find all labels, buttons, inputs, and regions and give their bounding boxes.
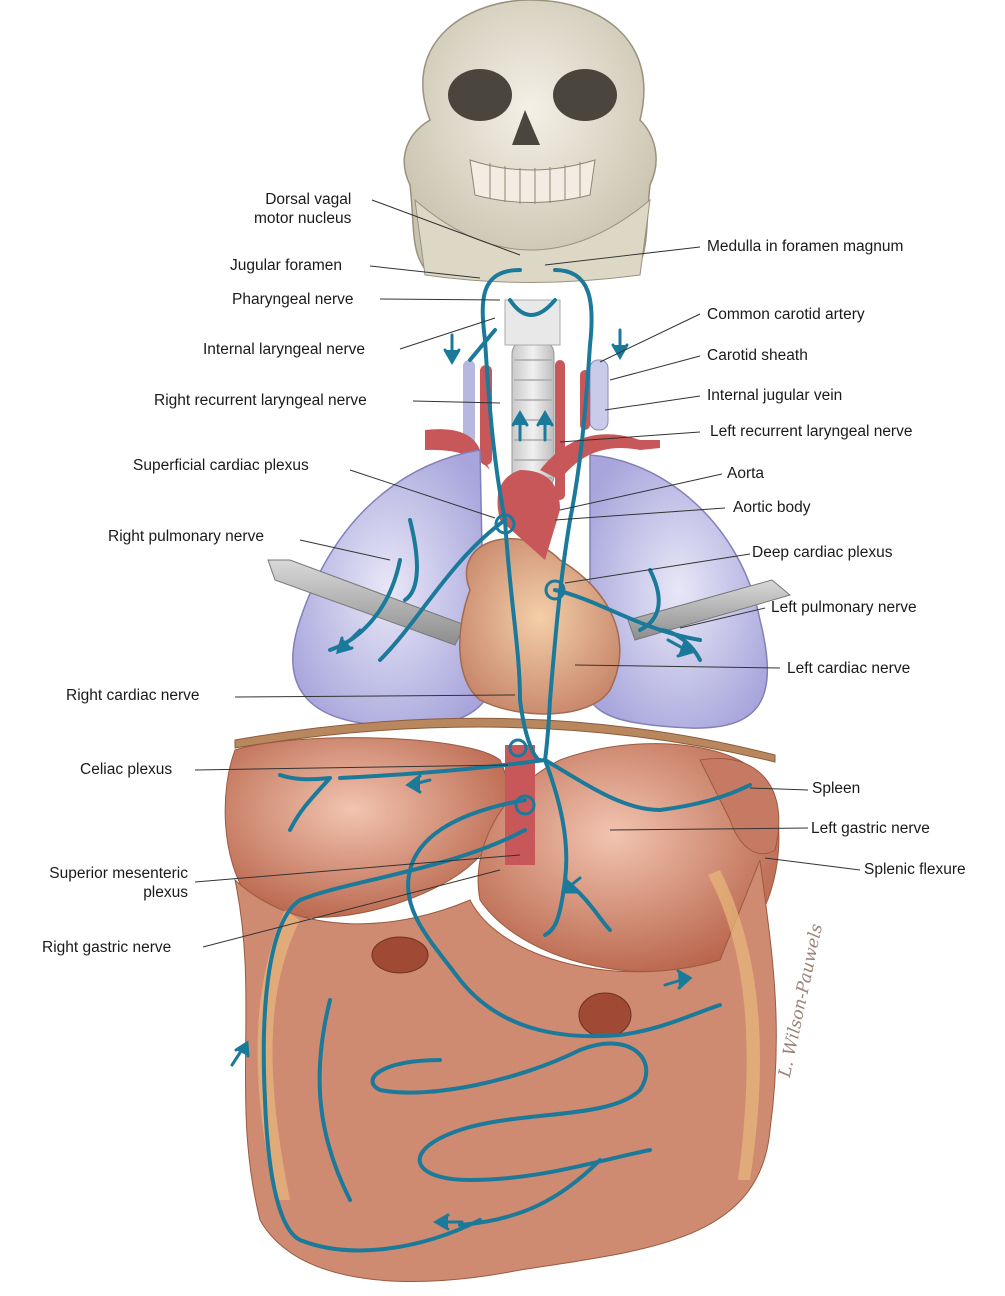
label-superficial-cardiac-plexus: Superficial cardiac plexus xyxy=(133,456,309,475)
label-celiac-plexus: Celiac plexus xyxy=(80,760,172,779)
label-medulla-in-foramen-magnum: Medulla in foramen magnum xyxy=(707,237,903,256)
label-superior-mesenteric-plexus: Superior mesenteric plexus xyxy=(20,864,188,902)
label-right-gastric-nerve: Right gastric nerve xyxy=(42,938,171,957)
label-aorta: Aorta xyxy=(727,464,764,483)
label-carotid-sheath: Carotid sheath xyxy=(707,346,808,365)
label-dorsal-vagal-motor-nucleus: Dorsal vagal motor nucleus xyxy=(254,190,351,228)
abdomen xyxy=(225,738,779,1282)
label-pharyngeal-nerve: Pharyngeal nerve xyxy=(232,290,354,309)
label-deep-cardiac-plexus: Deep cardiac plexus xyxy=(752,543,892,562)
label-right-cardiac-nerve: Right cardiac nerve xyxy=(66,686,200,705)
label-left-recurrent-laryngeal-nerve: Left recurrent laryngeal nerve xyxy=(710,422,912,441)
label-aortic-body: Aortic body xyxy=(733,498,811,517)
label-internal-laryngeal-nerve: Internal laryngeal nerve xyxy=(203,340,365,359)
label-common-carotid-artery: Common carotid artery xyxy=(707,305,865,324)
label-spleen: Spleen xyxy=(812,779,860,798)
label-right-pulmonary-nerve: Right pulmonary nerve xyxy=(108,527,264,546)
label-internal-jugular-vein: Internal jugular vein xyxy=(707,386,842,405)
skull xyxy=(404,0,656,283)
label-jugular-foramen: Jugular foramen xyxy=(230,256,342,275)
label-left-gastric-nerve: Left gastric nerve xyxy=(811,819,930,838)
label-left-pulmonary-nerve: Left pulmonary nerve xyxy=(771,598,917,617)
label-left-cardiac-nerve: Left cardiac nerve xyxy=(787,659,910,678)
label-splenic-flexure: Splenic flexure xyxy=(864,860,966,879)
label-right-recurrent-laryngeal-nerve: Right recurrent laryngeal nerve xyxy=(154,391,367,410)
